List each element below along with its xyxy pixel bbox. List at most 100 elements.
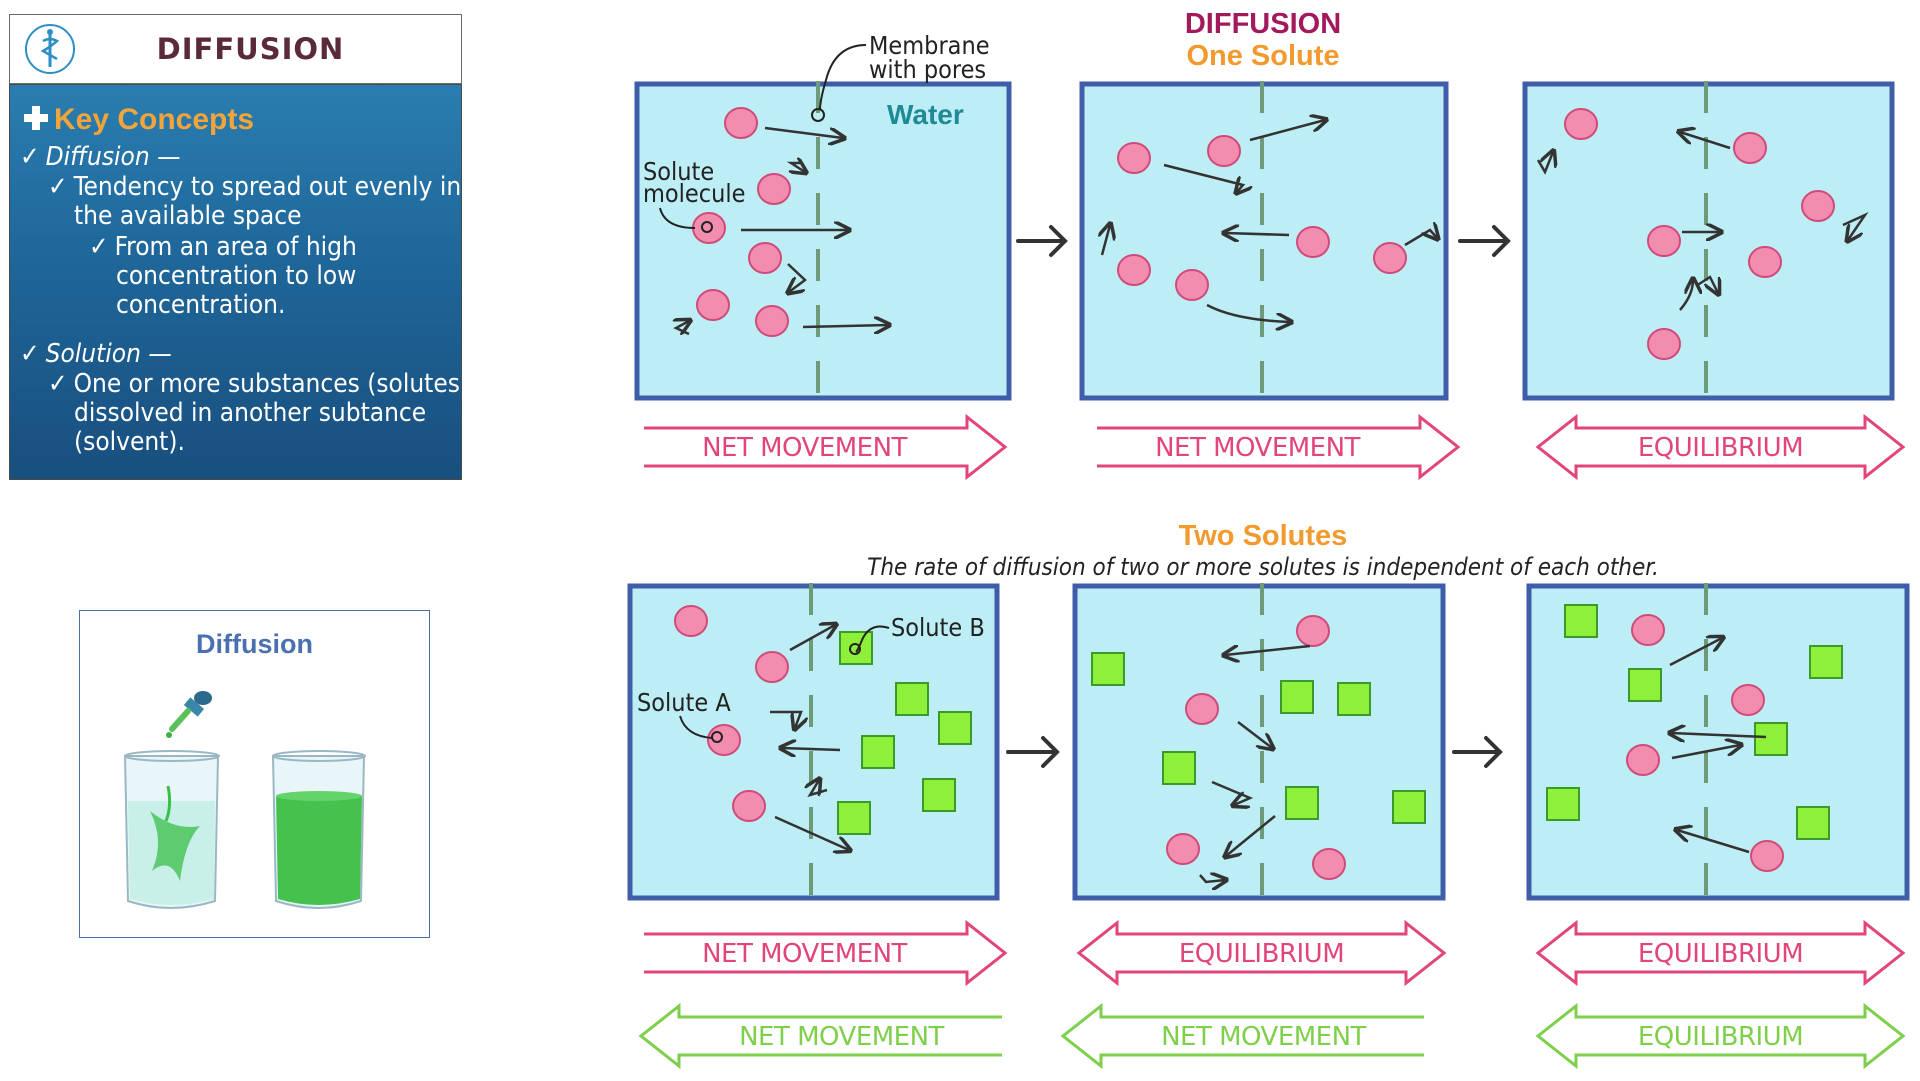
subtitle-two-solutes: Two Solutes — [1179, 520, 1348, 552]
solution-line-2: dissolved in another subtance — [74, 398, 427, 428]
caduceus-logo-icon — [25, 24, 75, 74]
solute-pink — [1564, 108, 1598, 140]
header-box: DIFFUSION — [9, 14, 462, 84]
solute-b-marker — [849, 643, 861, 655]
solute-green — [839, 631, 873, 665]
motion-arrow — [676, 321, 689, 334]
key-concepts-label: Key Concepts — [54, 103, 255, 136]
membrane-pointer — [819, 44, 867, 111]
solute-green — [1280, 680, 1314, 714]
green-arrow-2-shape — [1060, 1002, 1424, 1070]
solute-green — [1564, 604, 1598, 638]
solute-pink — [1631, 614, 1665, 646]
solute-green — [895, 682, 929, 716]
diagram-title: DIFFUSION — [1185, 8, 1341, 40]
solute-molecules — [674, 107, 1843, 880]
pink-arrow-2-shape — [1076, 919, 1447, 987]
diffusion-term: ✓Diffusion — — [20, 143, 180, 172]
motion-arrow — [802, 325, 888, 327]
solute-pink — [1185, 693, 1219, 725]
diffusion-line-1: ✓Tendency to spread out evenly in — [48, 173, 461, 202]
solute-pink — [1647, 225, 1681, 257]
motion-arrow — [764, 126, 843, 138]
motion-arrows — [676, 120, 1869, 882]
pink-arrow-3-label: EQUILIBRIUM — [1638, 939, 1803, 969]
motion-arrow — [1237, 721, 1272, 748]
solute-green — [1337, 682, 1371, 716]
water-label: Water — [887, 99, 964, 130]
solute-pink — [1750, 840, 1784, 872]
solute-marker — [701, 221, 713, 233]
diffusion-image-card: Diffusion — [79, 610, 430, 938]
page-title: DIFFUSION — [156, 32, 345, 66]
solute-pink — [1731, 684, 1765, 716]
subtitle-one-solute: One Solute — [1186, 40, 1339, 72]
solute-pink — [1166, 833, 1200, 865]
solute-pink — [696, 289, 730, 321]
chamber-boxes — [627, 81, 1910, 901]
solute-pink — [1207, 135, 1241, 167]
motion-arrow — [1680, 132, 1731, 150]
solute-pink — [1117, 142, 1151, 174]
solute-pink — [692, 212, 726, 244]
one-arrow-2-label: NET MOVEMENT — [1155, 433, 1360, 463]
solute-pink — [748, 242, 782, 274]
one-arrow-3-label: EQUILIBRIUM — [1638, 433, 1803, 463]
motion-arrow — [1211, 780, 1254, 805]
solute-green — [1392, 790, 1426, 824]
solute-green — [1162, 751, 1196, 785]
motion-arrow — [1671, 745, 1740, 760]
membrane-label-2: with pores — [869, 55, 986, 84]
step-arrow-icon — [1452, 736, 1503, 768]
solute-pink — [1748, 246, 1782, 278]
green-arrow-1-shape — [638, 1002, 1002, 1070]
motion-arrow — [1671, 733, 1767, 737]
step-arrows — [1006, 225, 1511, 768]
solute-b-label: Solute B — [891, 613, 985, 642]
solute-pink — [1626, 744, 1660, 776]
motion-arrow — [1206, 303, 1290, 322]
green-arrow-1-label: NET MOVEMENT — [739, 1022, 944, 1052]
check-icon: ✓ — [20, 339, 40, 369]
check-icon: ✓ — [48, 369, 68, 399]
one-arrow-1-label: NET MOVEMENT — [702, 433, 907, 463]
chamber-box — [1079, 81, 1449, 401]
solute-b-pointer — [855, 625, 890, 653]
motion-arrow — [1163, 163, 1243, 192]
solute-pink — [1117, 254, 1151, 286]
solution-line-1-text: One or more substances (solutes) — [73, 369, 470, 399]
chamber-box — [1072, 583, 1446, 901]
motion-arrow — [1679, 280, 1693, 311]
solute-pink — [1373, 242, 1407, 274]
pink-arrow-3-shape — [1535, 919, 1906, 987]
key-concepts-heading: Key Concepts — [22, 101, 254, 137]
motion-arrow — [1249, 120, 1325, 142]
check-icon: ✓ — [20, 142, 40, 172]
solute-pink — [1175, 269, 1209, 301]
motion-arrow — [1536, 152, 1553, 175]
beaker-right — [271, 750, 366, 909]
motion-arrow — [1102, 225, 1110, 256]
green-arrow-3-label: EQUILIBRIUM — [1638, 1022, 1803, 1052]
solute-label-2: molecule — [643, 179, 745, 208]
dropper-icon — [166, 691, 212, 738]
membrane-label-1: Membrane — [869, 31, 990, 60]
motion-arrow — [1226, 815, 1276, 856]
solute-pink — [1296, 226, 1330, 258]
motion-arrow — [1225, 233, 1290, 235]
diffusion-line-1-text: Tendency to spread out evenly in — [73, 172, 462, 202]
solute-a-pointer — [679, 715, 713, 739]
motion-arrow — [786, 163, 805, 172]
motion-arrow — [1225, 644, 1311, 655]
one-arrow-3-shape — [1535, 413, 1906, 481]
solute-pink — [674, 605, 708, 637]
solute-pink — [1296, 615, 1330, 647]
solute-pink — [1801, 190, 1835, 222]
solute-pink — [757, 173, 791, 205]
solute-pointer — [659, 207, 696, 229]
one-arrow-2-shape — [1097, 413, 1461, 481]
motion-arrow — [1669, 638, 1722, 667]
motion-arrow — [770, 710, 801, 728]
step-arrow-icon — [1016, 225, 1068, 257]
motion-arrow — [1842, 212, 1869, 240]
